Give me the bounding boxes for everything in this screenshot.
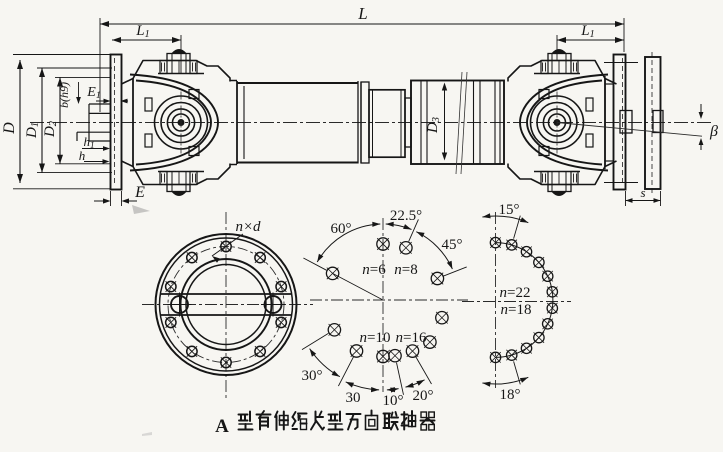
svg-text:n×d: n×d: [235, 219, 261, 235]
svg-text:30°: 30°: [302, 368, 323, 384]
svg-text:L: L: [357, 4, 367, 23]
svg-text:15°: 15°: [499, 202, 520, 218]
svg-text:18°: 18°: [500, 387, 521, 403]
svg-text:60°: 60°: [331, 221, 352, 237]
svg-text:22.5°: 22.5°: [390, 208, 422, 224]
svg-text:n=18: n=18: [501, 302, 532, 318]
svg-text:n=16: n=16: [396, 330, 427, 346]
svg-text:D: D: [1, 122, 18, 135]
svg-text:n=8: n=8: [394, 262, 417, 278]
svg-text:20°: 20°: [413, 388, 434, 404]
svg-text:β: β: [709, 123, 718, 140]
svg-text:n=10: n=10: [360, 330, 391, 346]
svg-text:b(h9): b(h9): [57, 82, 71, 108]
svg-text:h1: h1: [83, 134, 94, 150]
svg-text:n=22: n=22: [500, 285, 531, 301]
svg-text:A: A: [215, 416, 229, 437]
svg-text:45°: 45°: [442, 237, 463, 253]
svg-text:30: 30: [346, 390, 361, 406]
svg-text:E: E: [134, 184, 145, 201]
svg-text:n=6: n=6: [362, 262, 386, 278]
svg-text:10°: 10°: [383, 393, 404, 409]
svg-text:s: s: [640, 185, 645, 200]
svg-text:h: h: [79, 148, 86, 163]
